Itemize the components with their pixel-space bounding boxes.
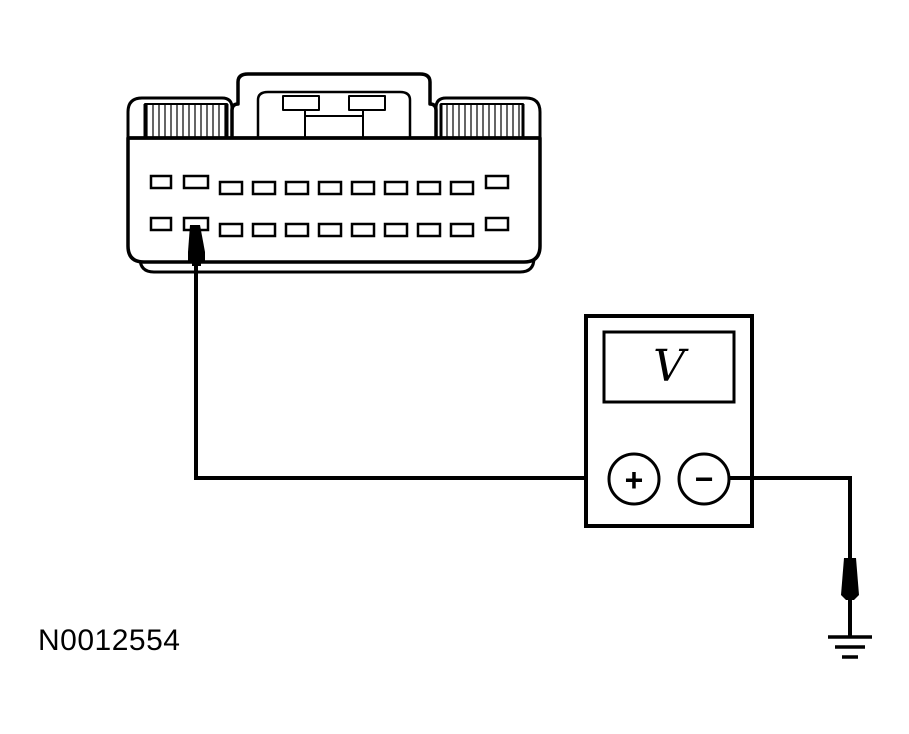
pin <box>317 222 343 238</box>
connector-pins <box>149 174 510 238</box>
pin <box>416 222 442 238</box>
pin <box>317 180 343 196</box>
pin <box>383 180 409 196</box>
voltmeter-icon: V + − <box>584 314 754 528</box>
pin <box>284 180 310 196</box>
pin <box>251 222 277 238</box>
pin <box>350 222 376 238</box>
pin <box>449 222 475 238</box>
negative-lead-wire <box>729 476 852 562</box>
pin <box>251 180 277 196</box>
pin <box>449 180 475 196</box>
meter-display-symbol: V <box>653 341 689 392</box>
positive-terminal-symbol: + <box>625 462 644 498</box>
pin <box>383 222 409 238</box>
pin <box>182 174 210 190</box>
positive-terminal <box>607 452 661 506</box>
pin <box>218 180 244 196</box>
figure-id-label: N0012554 <box>38 624 181 657</box>
ground-probe-icon <box>841 558 859 636</box>
pin <box>284 222 310 238</box>
negative-terminal-symbol: − <box>695 461 714 497</box>
pin <box>484 216 510 232</box>
pin <box>484 174 510 190</box>
pin <box>218 222 244 238</box>
positive-lead-wire <box>194 262 610 480</box>
pin <box>416 180 442 196</box>
pin <box>149 216 173 232</box>
ground-icon <box>828 635 872 659</box>
meter-display <box>602 330 736 404</box>
pin <box>149 174 173 190</box>
pin <box>350 180 376 196</box>
